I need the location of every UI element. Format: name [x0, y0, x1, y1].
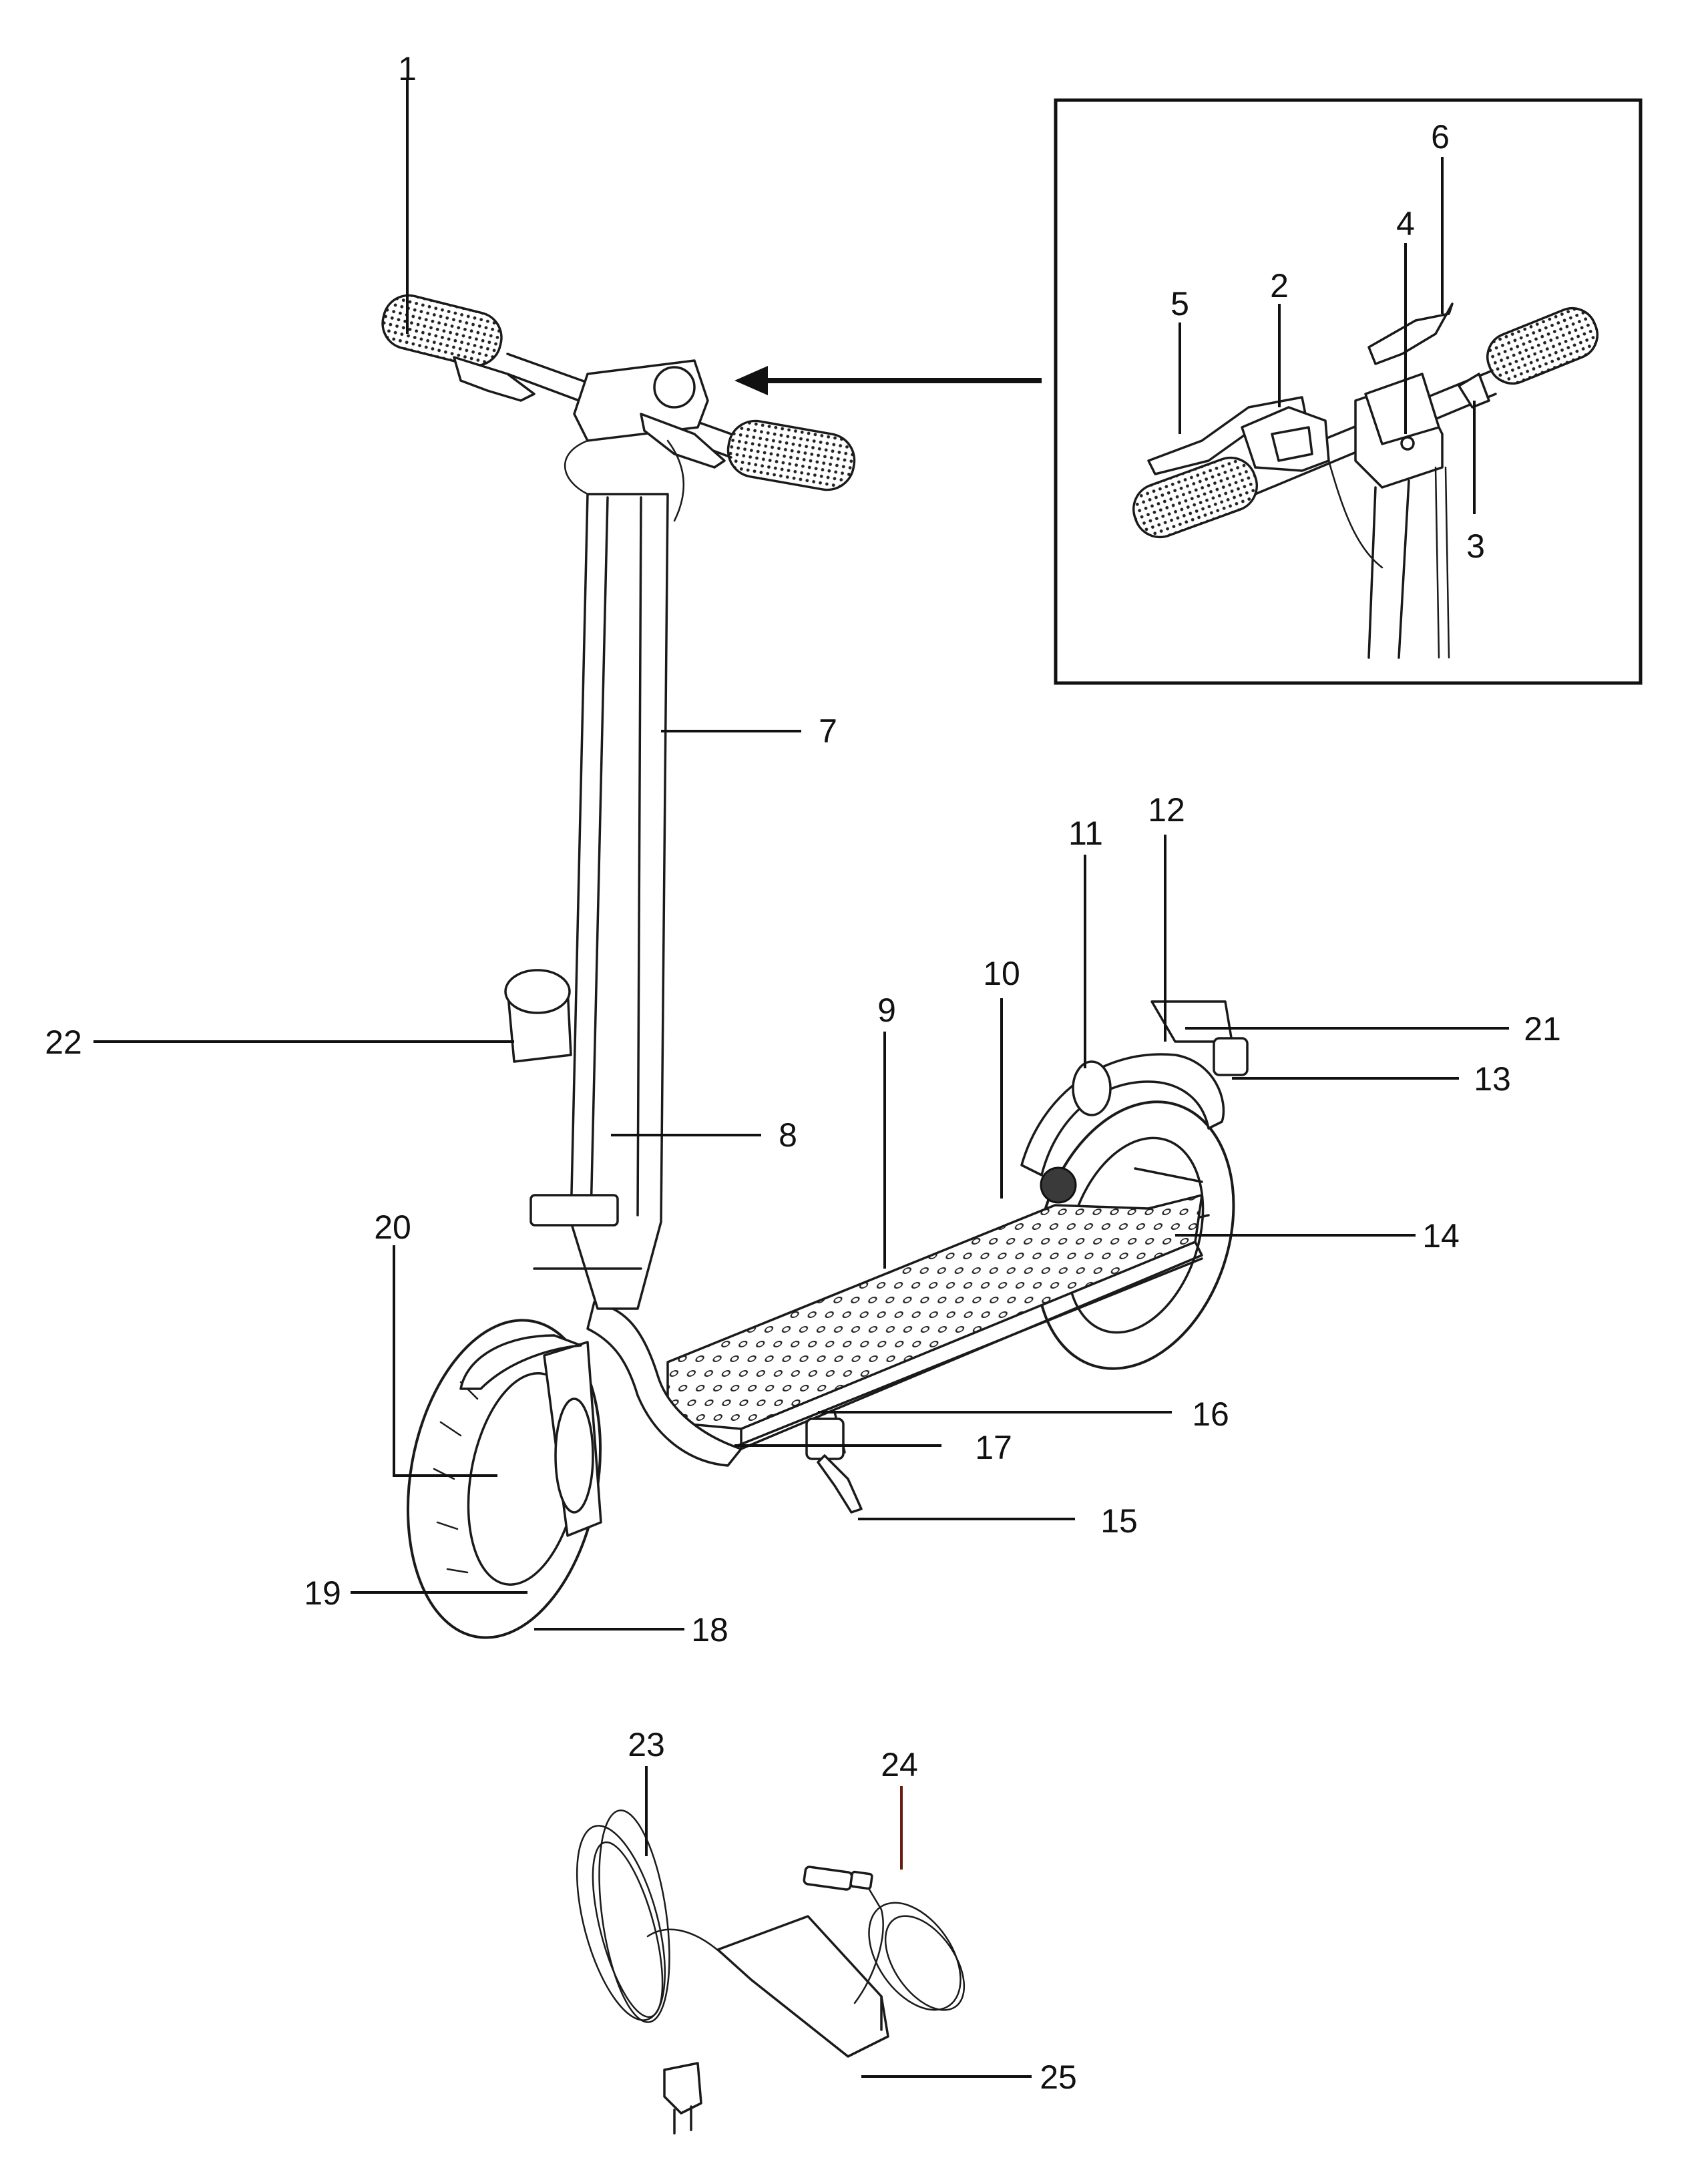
callout-24: 24 — [881, 1746, 918, 1783]
callout-5: 5 — [1170, 285, 1189, 322]
callout-numbers: 1 2 3 4 5 6 7 8 9 10 11 12 13 14 15 16 1… — [45, 50, 1561, 2096]
callout-22: 22 — [45, 1024, 82, 1061]
callout-13: 13 — [1474, 1060, 1511, 1098]
callout-14: 14 — [1422, 1217, 1460, 1255]
callout-19: 19 — [304, 1574, 341, 1612]
callout-11: 11 — [1068, 815, 1103, 852]
callout-10: 10 — [983, 955, 1020, 992]
callout-4: 4 — [1396, 205, 1415, 242]
callout-20: 20 — [374, 1209, 411, 1246]
callout-9: 9 — [877, 992, 896, 1029]
charger-illustration — [576, 1809, 966, 2135]
callout-21: 21 — [1524, 1010, 1561, 1048]
inset-pointer-arrow — [734, 366, 1042, 395]
callout-1: 1 — [398, 50, 417, 87]
callout-15: 15 — [1100, 1502, 1138, 1540]
callout-16: 16 — [1192, 1395, 1229, 1433]
callout-23: 23 — [628, 1726, 665, 1763]
callout-18: 18 — [691, 1611, 728, 1649]
callout-25: 25 — [1040, 2058, 1077, 2096]
inset-handlebar-detail — [1054, 98, 1643, 685]
callout-6: 6 — [1431, 118, 1450, 156]
scooter-illustration — [381, 294, 1249, 1639]
callout-2: 2 — [1270, 267, 1289, 304]
callout-7: 7 — [819, 712, 837, 750]
callout-3: 3 — [1466, 527, 1485, 565]
callout-12: 12 — [1148, 791, 1185, 829]
callout-8: 8 — [779, 1116, 797, 1154]
callout-17: 17 — [975, 1429, 1012, 1466]
callout-leaders — [93, 80, 1509, 2078]
